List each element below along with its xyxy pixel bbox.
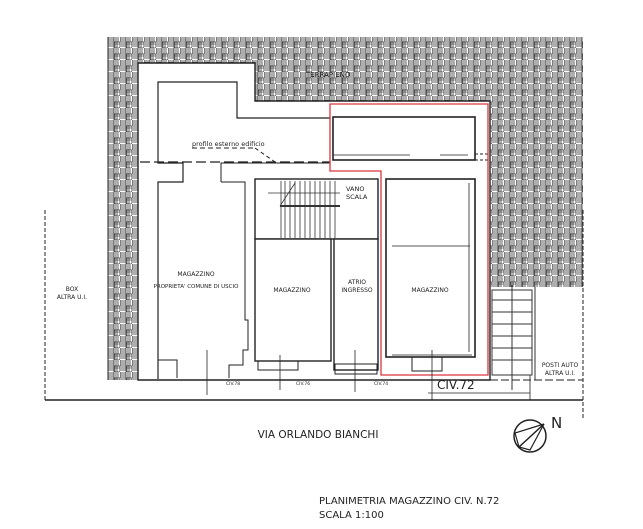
label-ingresso: INGRESSO [341,287,372,294]
label-civ72: CIV.72 [437,378,475,392]
label-profilo: profilo esterno edificio [192,140,265,148]
label-vano: VANO [346,185,364,193]
plan-scale: SCALA 1:100 [319,510,384,521]
label-terrapieno: TERRAPIENO [305,71,351,79]
room-magazzino [254,238,332,362]
label-civ74: CIV.74 [374,381,388,387]
label-civ78a: CIV.78 [226,381,240,387]
room-vano-scala [254,178,379,240]
civ72-highlight [329,103,489,376]
label-magazzino-comune: MAGAZZINO [177,271,214,278]
label-magazzino: MAGAZZINO [273,287,310,294]
street-name: VIA ORLANDO BIANCHI [258,429,379,441]
label-scala: SCALA [346,193,368,201]
label-civ78b: CIV.76 [296,381,310,387]
plan-title: PLANIMETRIA MAGAZZINO CIV. N.72 [319,496,499,507]
label-proprieta: PROPRIETA' COMUNE DI USCIO [154,284,240,290]
room-magazzino-comune [157,81,330,379]
label-atrio: ATRIO [348,279,366,286]
room-deposito-72 [332,116,476,161]
room-atrio-ingresso [333,238,379,371]
room-magazzino-72 [385,178,476,358]
north-label: N [551,414,562,432]
label-magazzino-72: MAGAZZINO [411,287,448,294]
label-box-altra: ALTRA U.I. [57,294,87,301]
label-posti-altra: ALTRA U.I. [545,370,575,377]
label-posti-auto: POSTI AUTO [542,362,579,369]
north-arrow-icon [513,419,547,453]
label-box: BOX [66,286,78,293]
